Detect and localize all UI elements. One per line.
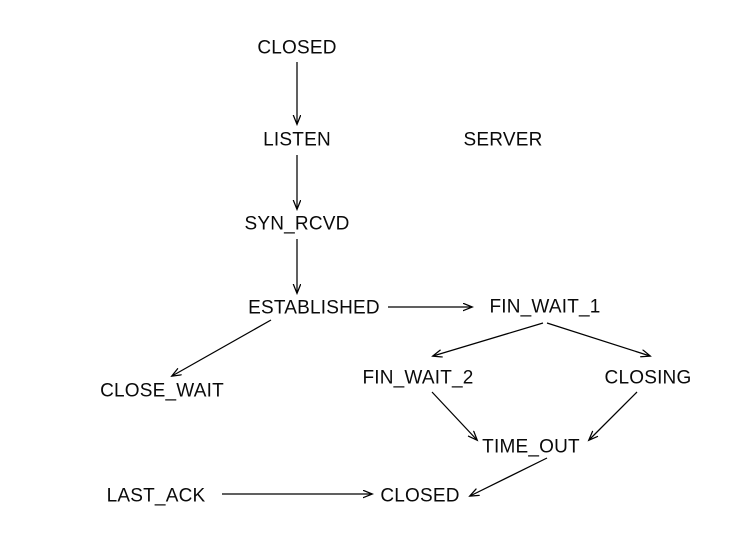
state-node-last_ack[interactable]: LAST_ACK xyxy=(106,485,206,507)
state-node-listen[interactable]: LISTEN xyxy=(263,129,331,151)
edge-established-to-close_wait xyxy=(172,319,272,376)
state-node-closing[interactable]: CLOSING xyxy=(604,367,692,389)
edge-fin_wait_1-to-closing xyxy=(546,322,650,356)
state-node-closed_bottom[interactable]: CLOSED xyxy=(380,485,460,507)
state-node-time_out[interactable]: TIME_OUT xyxy=(482,436,580,458)
edge-closing-to-time_out xyxy=(589,391,638,440)
state-node-established[interactable]: ESTABLISHED xyxy=(248,297,380,319)
state-node-syn_rcvd[interactable]: SYN_RCVD xyxy=(244,213,350,235)
state-node-fin_wait_2[interactable]: FIN_WAIT_2 xyxy=(362,367,474,389)
state-node-fin_wait_1[interactable]: FIN_WAIT_1 xyxy=(489,296,601,318)
edge-time_out-to-closed_bottom xyxy=(470,457,548,496)
edge-fin_wait_2-to-time_out xyxy=(431,391,477,440)
state-node-close_wait[interactable]: CLOSE_WAIT xyxy=(100,380,224,402)
section-label-server: SERVER xyxy=(463,129,543,151)
state-node-closed_top[interactable]: CLOSED xyxy=(257,37,337,59)
edge-fin_wait_1-to-fin_wait_2 xyxy=(433,322,544,356)
